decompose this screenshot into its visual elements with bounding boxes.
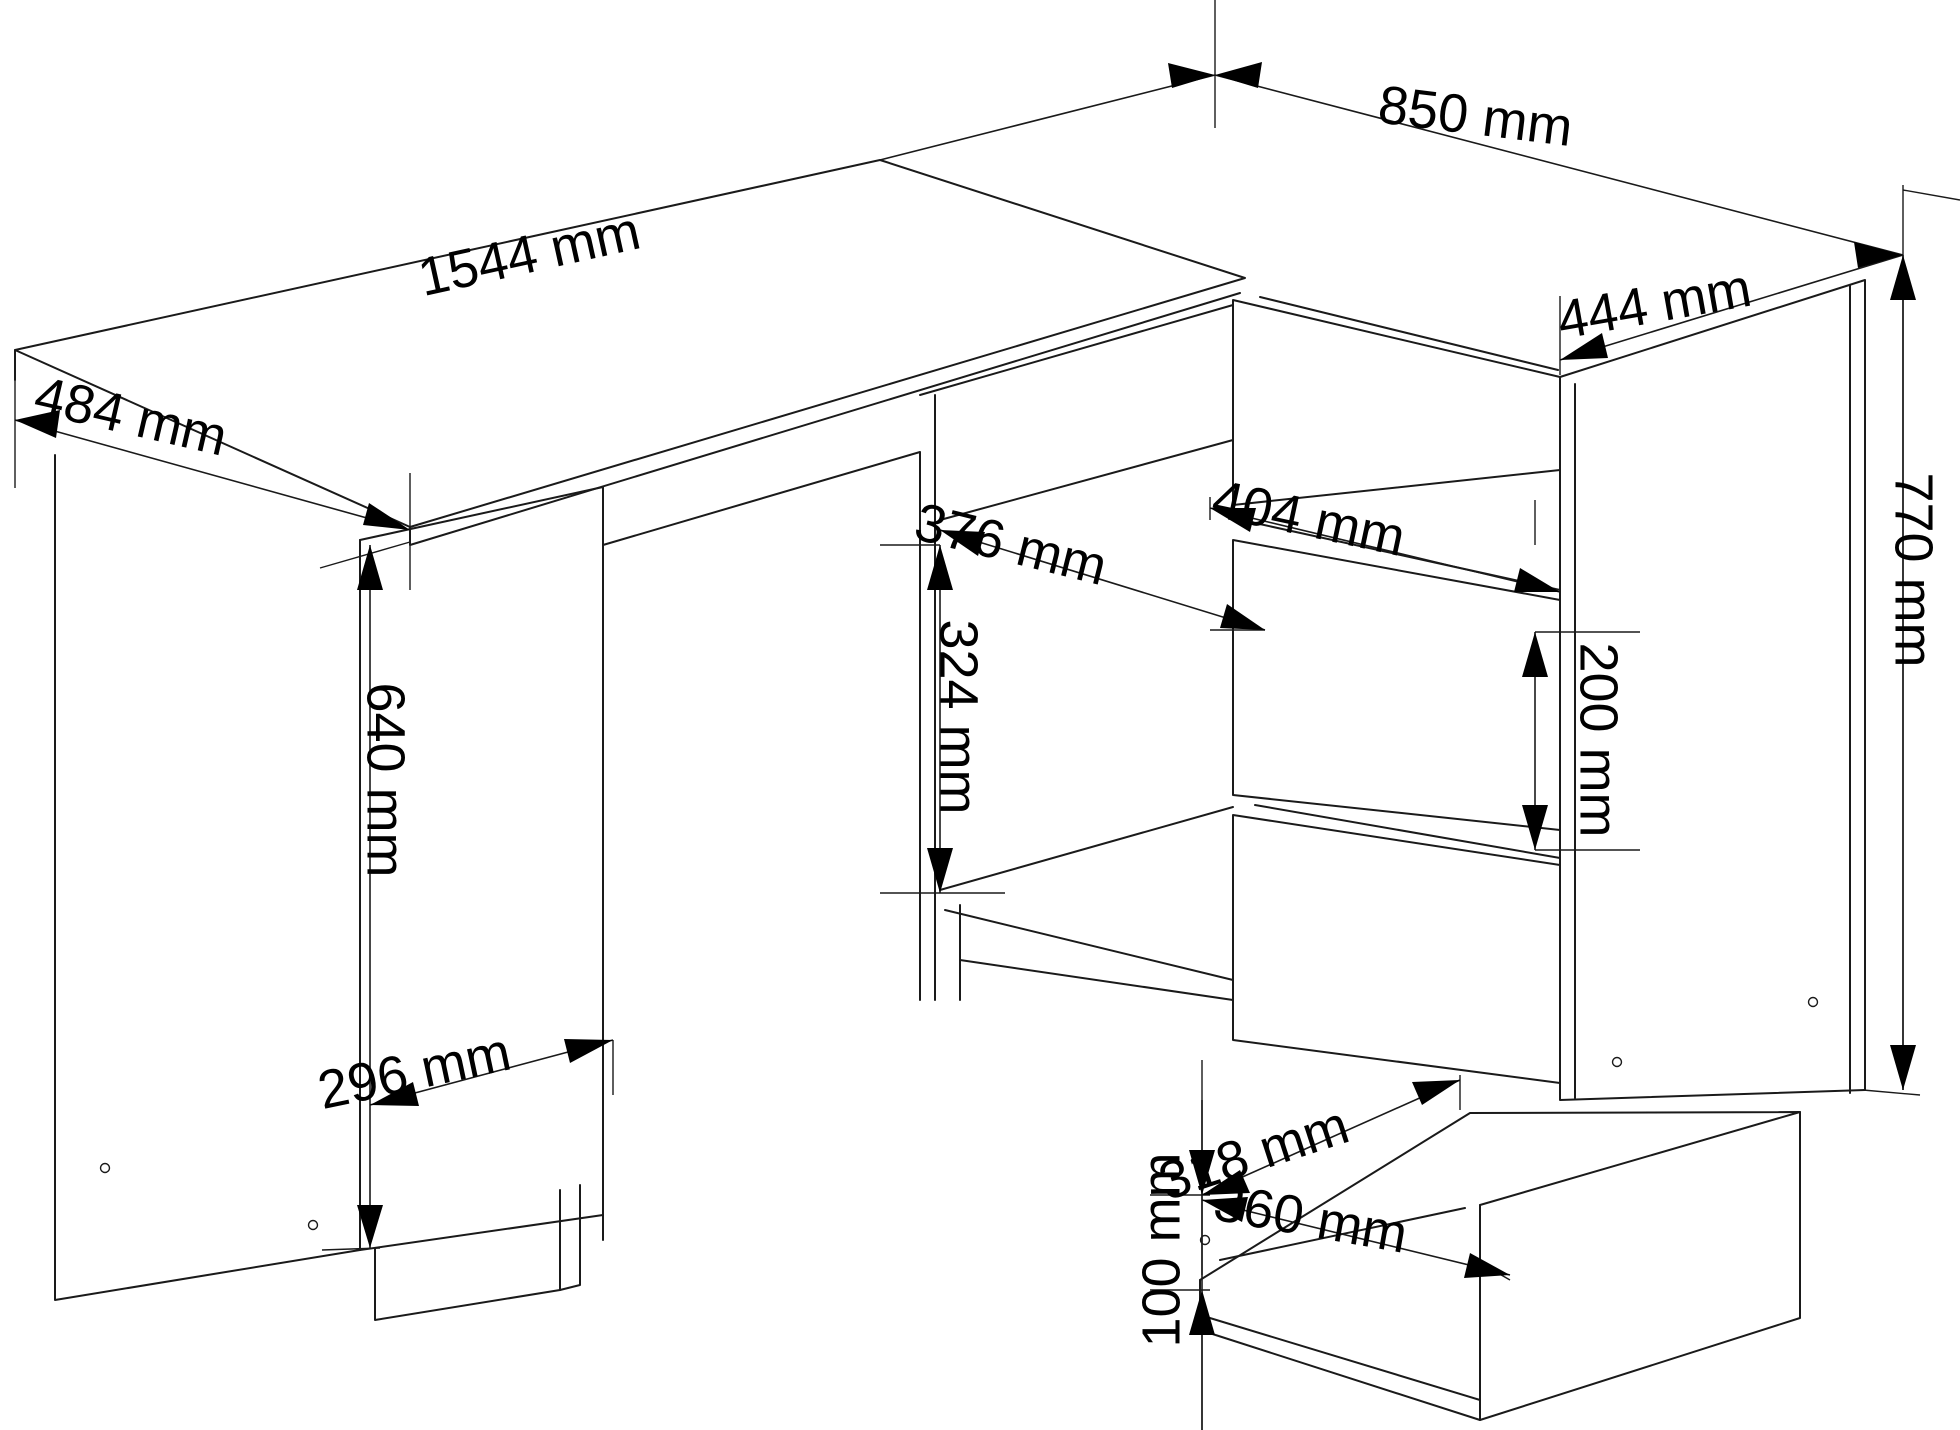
dowel-hole <box>1807 996 1819 1008</box>
label-return-length: 850 mm <box>1375 75 1576 158</box>
arrowhead <box>363 503 410 530</box>
arrowhead <box>1464 1253 1510 1278</box>
dowel-holes <box>99 996 1819 1246</box>
arrowhead <box>357 545 383 590</box>
label-drawer-inner-depth: 360 mm <box>1209 1172 1412 1265</box>
arrowhead <box>1215 62 1262 88</box>
arrowhead <box>927 545 953 590</box>
arrowhead <box>1412 1080 1460 1105</box>
desk-outline <box>14 159 1866 1421</box>
label-height: 770 mm <box>1884 472 1944 667</box>
arrowhead <box>1522 805 1548 850</box>
label-drawer-front-height: 200 mm <box>1569 642 1629 837</box>
arrowhead <box>15 410 60 438</box>
arrowhead <box>1189 1150 1215 1195</box>
arrowhead <box>927 848 953 893</box>
arrowhead <box>1854 242 1903 268</box>
dimension-labels: 1544 mm 850 mm 484 mm 444 mm 770 mm 640 … <box>29 75 1944 1348</box>
arrowhead <box>1560 333 1608 360</box>
arrowhead <box>1189 1290 1215 1335</box>
label-total-width: 1544 mm <box>413 201 646 308</box>
arrowhead <box>1220 604 1265 630</box>
arrowhead <box>940 530 985 556</box>
dowel-hole <box>1611 1056 1623 1068</box>
label-left-cabinet-width: 296 mm <box>313 1022 516 1121</box>
arrowhead <box>1522 632 1548 677</box>
arrowhead <box>1514 568 1560 592</box>
label-cabinet-depth: 444 mm <box>1553 258 1756 351</box>
arrowhead <box>1210 508 1256 532</box>
arrowhead <box>1890 1045 1916 1090</box>
arrowhead <box>1202 1197 1248 1222</box>
arrowhead <box>1168 63 1215 88</box>
label-left-cabinet-height: 640 mm <box>356 682 416 877</box>
dimension-arrows <box>15 62 1916 1335</box>
label-drawer-inner-height: 100 mm <box>1131 1152 1191 1347</box>
arrowhead <box>357 1205 383 1248</box>
arrowhead <box>1890 255 1916 300</box>
arrowhead <box>564 1039 613 1063</box>
arrowhead <box>1202 1170 1250 1195</box>
label-shelf-height: 324 mm <box>929 619 989 814</box>
dowel-hole <box>99 1162 111 1174</box>
dowel-hole <box>307 1219 319 1231</box>
arrowhead <box>370 1082 419 1106</box>
